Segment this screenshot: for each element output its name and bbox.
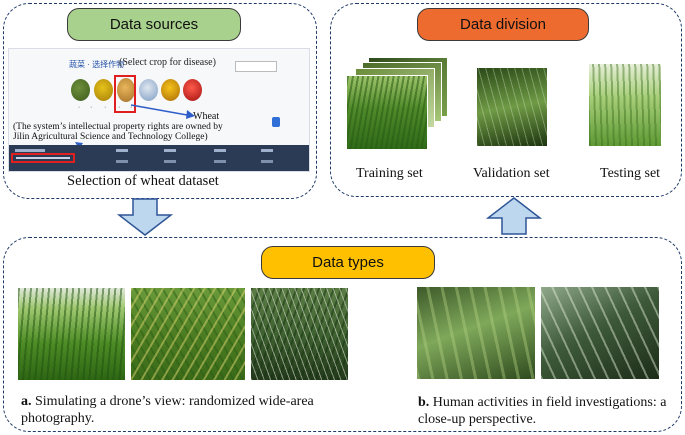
type-b-caption: b. Human activities in field investigati… bbox=[418, 395, 667, 427]
wheat-pointer-arrow bbox=[130, 104, 195, 119]
site-side-badge[interactable] bbox=[272, 117, 280, 127]
type-a-caption: a. Simulating a drone’s view: randomized… bbox=[21, 394, 314, 426]
crop-labels: · · · · · · bbox=[74, 104, 147, 111]
training-set-image bbox=[346, 75, 428, 150]
close-up-photo-1 bbox=[417, 287, 535, 379]
crop-icon-wheat-highlight bbox=[114, 75, 136, 113]
site-search-box[interactable] bbox=[235, 61, 277, 72]
data-sources-caption: Selection of wheat dataset bbox=[67, 173, 219, 189]
drone-view-photo-1 bbox=[18, 288, 125, 380]
data-types-title: Data types bbox=[261, 246, 435, 279]
ip-note-line2: Jilin Agricultural Science and Technolog… bbox=[13, 132, 208, 142]
validation-set-label: Validation set bbox=[473, 166, 550, 181]
training-set-label: Training set bbox=[356, 166, 423, 181]
site-header-hint: (Select crop for disease) bbox=[119, 57, 216, 68]
drone-view-photo-3 bbox=[251, 288, 348, 380]
crop-icon-wheat[interactable] bbox=[117, 78, 135, 102]
crop-icon-4[interactable] bbox=[139, 79, 158, 101]
data-division-title: Data division bbox=[417, 8, 589, 41]
crop-icon-5[interactable] bbox=[161, 79, 180, 101]
crop-icon-6[interactable] bbox=[183, 79, 202, 101]
data-sources-title: Data sources bbox=[67, 8, 241, 41]
testing-set-image bbox=[589, 64, 661, 146]
website-screenshot: 蔬菜 · 选择作物 (Select crop for disease) · · … bbox=[8, 48, 310, 172]
footer-ip-highlight bbox=[11, 153, 75, 163]
ip-note-line1: (The system’s intellectual property righ… bbox=[13, 122, 223, 132]
testing-set-label: Testing set bbox=[600, 166, 661, 181]
drone-view-photo-2 bbox=[131, 288, 245, 380]
crop-icon-1[interactable] bbox=[71, 79, 90, 101]
wheat-label: Wheat bbox=[193, 111, 220, 122]
crop-icon-2[interactable] bbox=[94, 79, 113, 101]
close-up-photo-2 bbox=[541, 287, 659, 379]
validation-set-image bbox=[477, 68, 547, 146]
site-header: 蔬菜 · 选择作物 bbox=[69, 60, 125, 69]
up-arrow-icon bbox=[486, 197, 542, 235]
down-arrow-icon bbox=[117, 198, 173, 236]
